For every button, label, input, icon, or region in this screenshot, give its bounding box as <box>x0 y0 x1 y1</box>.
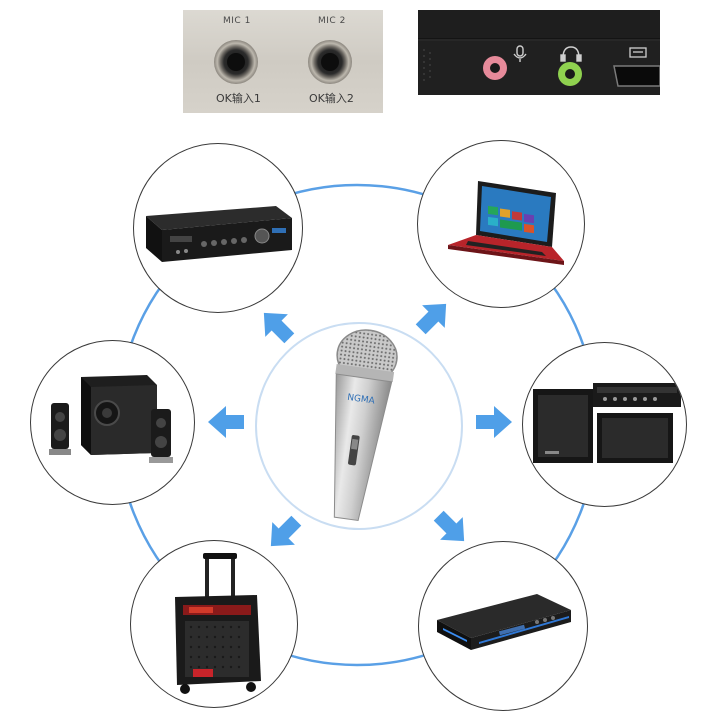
speaker-system-art <box>533 383 681 463</box>
mic1-jack <box>214 40 258 84</box>
input1-label: OK输入1 <box>216 92 261 105</box>
mic-jack-panel: MIC 1 MIC 2 OK输入1 OK输入2 <box>183 10 383 113</box>
mic2-label: MIC 2 <box>318 16 346 26</box>
mic-port <box>483 56 507 80</box>
mic-symbol-icon <box>513 45 527 62</box>
mic-jack-panel-art <box>214 40 352 84</box>
input2-label: OK输入2 <box>309 92 354 105</box>
mic1-label: MIC 1 <box>223 16 251 26</box>
subwoofer-speakers-node <box>30 340 195 505</box>
laptop-port-panel-art <box>418 10 660 95</box>
subwoofer-speakers-art <box>49 375 173 463</box>
laptop-port-panel <box>418 10 660 95</box>
microphone-art: NGMA <box>333 329 398 522</box>
headphone-symbol-icon <box>560 46 582 62</box>
speaker-system-node <box>522 342 687 507</box>
arrow-to-dvd-player <box>427 504 476 553</box>
laptop-art <box>448 181 564 265</box>
microphone-center: NGMA <box>255 322 463 530</box>
karaoke-speaker-art <box>175 553 261 694</box>
headphone-port <box>558 62 582 86</box>
laptop-node <box>417 140 585 308</box>
karaoke-speaker-node <box>130 540 298 708</box>
mic2-jack <box>308 40 352 84</box>
arrow-to-amplifier <box>252 301 301 350</box>
vent-dots <box>423 49 431 81</box>
hdmi-port <box>613 65 660 87</box>
arrow-to-karaoke-speaker <box>259 509 308 558</box>
microphone-brand: NGMA <box>347 393 377 407</box>
arrow-to-laptop <box>409 292 458 341</box>
arrow-to-subwoofer <box>208 406 244 438</box>
dvd-player-node <box>418 541 588 711</box>
amplifier-node <box>133 143 303 313</box>
arrow-to-speaker-system <box>476 406 512 438</box>
dvd-player-art <box>437 594 571 650</box>
amplifier-art <box>146 206 292 262</box>
hdmi-symbol-icon <box>629 47 647 58</box>
